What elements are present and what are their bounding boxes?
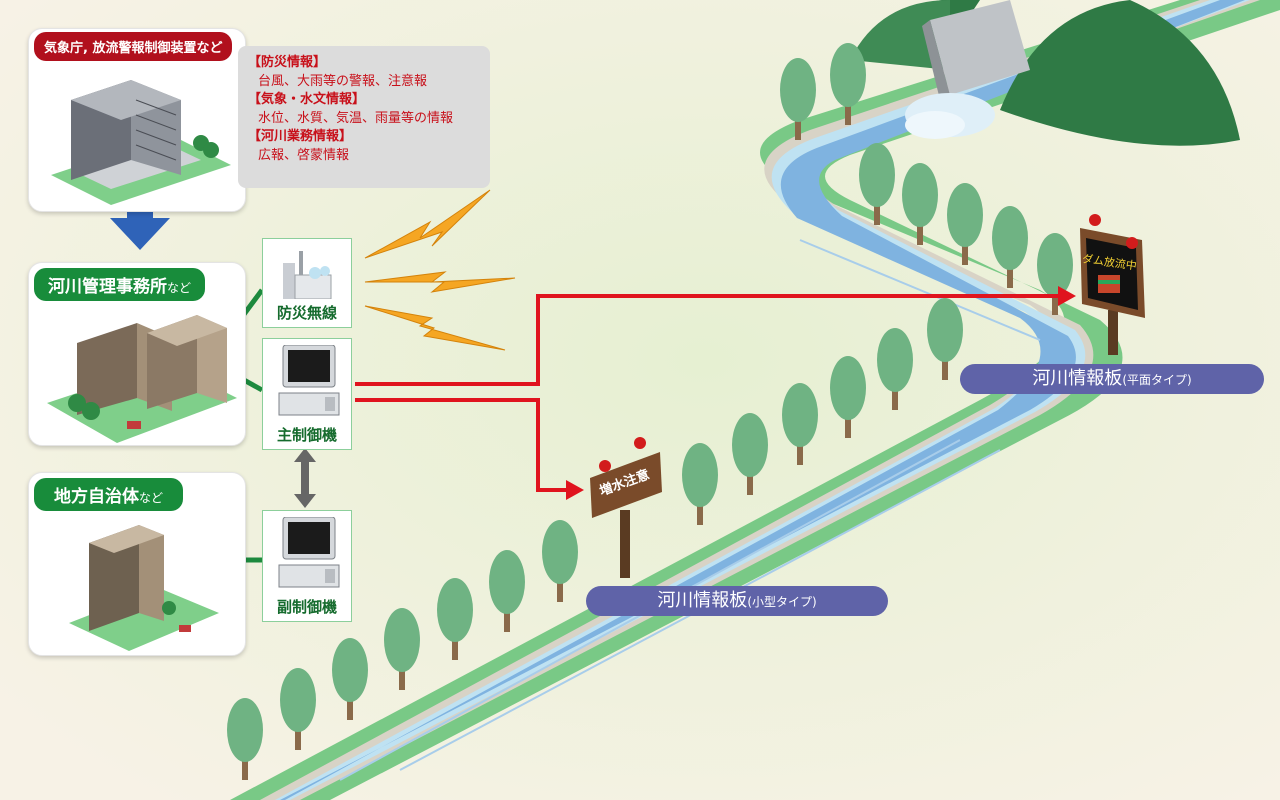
flat-board-label-main: 河川情報板 xyxy=(1032,368,1123,389)
office-card xyxy=(28,262,246,446)
flat-board-label-type: (平面タイプ) xyxy=(1122,373,1192,387)
radio-tower-icon xyxy=(283,251,332,299)
computer-icon xyxy=(278,517,340,588)
dam-icon xyxy=(905,0,1030,139)
arrow-down-icon xyxy=(110,188,170,250)
municipality-label-suffix: など xyxy=(139,491,164,505)
municipality-label-main: 地方自治体 xyxy=(54,487,139,507)
building-icon xyxy=(51,80,231,205)
small-board-label-type: (小型タイプ) xyxy=(747,595,817,609)
info-text-weather: 水位、水質、気温、雨量等の情報 xyxy=(258,110,454,126)
building-icon xyxy=(69,525,219,651)
source-label: 気象庁, 放流警報制御装置など xyxy=(34,32,233,61)
small-board-label-main: 河川情報板 xyxy=(657,590,748,611)
signal-lines xyxy=(355,294,1060,492)
disaster-radio-device: 防災無線 xyxy=(262,238,352,328)
tree-row xyxy=(227,43,1073,780)
sign-board-icon xyxy=(590,437,662,578)
main-controller-label: 主制御機 xyxy=(276,426,337,444)
river-bank xyxy=(230,0,1280,800)
info-text-disaster: 台風、大雨等の警報、注意報 xyxy=(258,73,428,89)
sub-controller-label: 副制御機 xyxy=(276,598,337,616)
small-board-label: 河川情報板(小型タイプ) xyxy=(586,586,888,616)
sign-board-icon xyxy=(1080,214,1145,355)
building-icon xyxy=(47,315,237,443)
radio-label: 防災無線 xyxy=(276,304,337,322)
sub-controller-device: 副制御機 xyxy=(262,510,352,622)
office-label-suffix: など xyxy=(167,281,192,295)
info-heading-river-business: 【河川業務情報】 xyxy=(248,129,353,144)
computer-icon xyxy=(278,345,340,416)
info-text-river-business: 広報、啓蒙情報 xyxy=(258,147,350,163)
office-label: 河川管理事務所など xyxy=(34,268,206,301)
office-label-main: 河川管理事務所 xyxy=(48,277,167,297)
info-heading-weather: 【気象・水文情報】 xyxy=(248,92,366,107)
municipality-label: 地方自治体など xyxy=(34,478,184,511)
lightning-icon xyxy=(364,189,516,351)
double-arrow-icon xyxy=(294,448,316,508)
information-list: 【防災情報】 台風、大雨等の警報、注意報 【気象・水文情報】 水位、水質、気温、… xyxy=(238,46,490,188)
info-heading-disaster: 【防災情報】 xyxy=(248,55,327,70)
main-controller-device: 主制御機 xyxy=(262,338,352,450)
flat-board-label: 河川情報板(平面タイプ) xyxy=(960,364,1264,394)
